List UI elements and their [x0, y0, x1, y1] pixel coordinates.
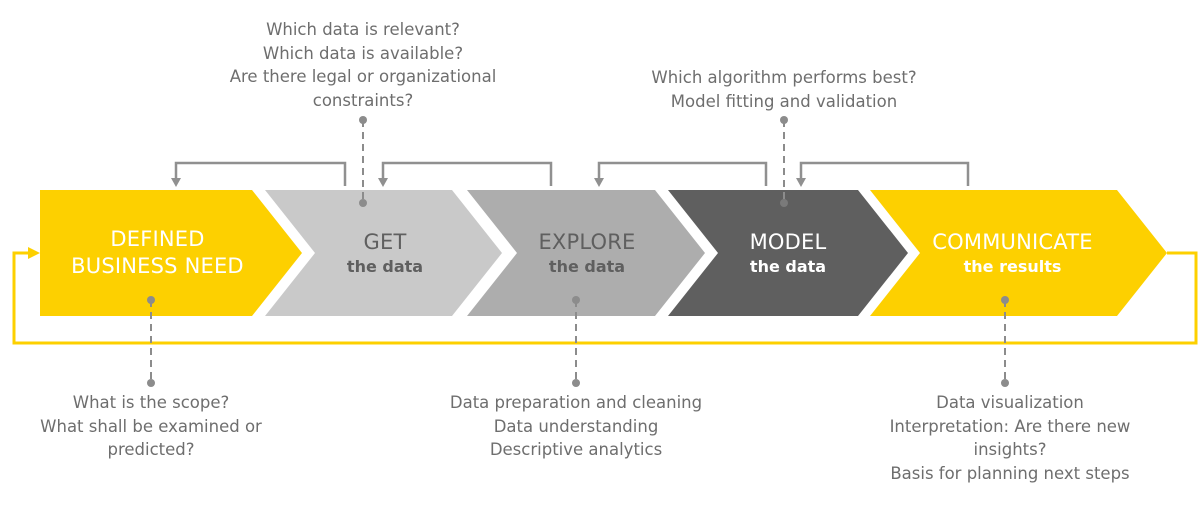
feedback-loop-explore-to-get — [381, 161, 553, 186]
connector-dot — [147, 296, 155, 304]
step-chevron-defined-business-need — [40, 190, 302, 316]
feedback-loop-communicate-to-model — [799, 161, 970, 186]
connector-dot — [1001, 296, 1009, 304]
outer-loop-line — [12, 251, 1198, 345]
step-chevron-communicate — [870, 190, 1167, 316]
step-title: MODEL — [749, 230, 827, 254]
feedback-arrowhead-icon — [171, 178, 181, 187]
step-label-defined-business-need: DEFINED BUSINESS NEED — [40, 226, 275, 280]
note-line: Basis for planning next steps — [890, 463, 1130, 483]
note-line: Model fitting and validation — [670, 91, 898, 111]
step-subtitle: the results — [963, 257, 1062, 276]
note-line: What is the scope? — [72, 393, 230, 412]
connector-dot — [147, 379, 155, 387]
step-chevron-get — [265, 190, 502, 316]
step-title: BUSINESS NEED — [71, 254, 244, 278]
note-line: Interpretation: Are there new — [889, 416, 1131, 436]
feedback-arrowhead-icon — [594, 178, 604, 187]
step-label-explore: EXPLORE the data — [507, 229, 667, 278]
feedback-loop-model-to-explore — [597, 161, 768, 186]
step-subtitle: the data — [749, 257, 827, 276]
step-label-get: GET the data — [305, 229, 465, 278]
connector-dot — [780, 116, 788, 124]
note-line: Which algorithm performs best? — [651, 68, 917, 87]
step-title: EXPLORE — [538, 230, 636, 254]
feedback-arrowhead-icon — [796, 178, 806, 187]
note-line: Are there legal or organizational — [229, 67, 497, 86]
connector-dot — [359, 116, 367, 124]
step-subtitle: the data — [346, 257, 424, 276]
note-line: constraints? — [312, 90, 414, 110]
connector-dot — [780, 199, 788, 207]
note-line: Data visualization — [936, 393, 1084, 412]
connector-dot — [572, 296, 580, 304]
step-title: DEFINED — [110, 227, 205, 251]
note-get-top: Which data is relevant? Which data is av… — [213, 18, 513, 112]
connector-dot — [1001, 379, 1009, 387]
note-line: Which data is relevant? — [266, 20, 460, 39]
connector-dot — [359, 199, 367, 207]
feedback-loop-get-to-business — [174, 161, 347, 186]
note-model-top: Which algorithm performs best? Model fit… — [634, 66, 934, 113]
note-line: predicted? — [107, 440, 195, 459]
note-line: What shall be examined or — [40, 416, 262, 436]
step-label-model: MODEL the data — [708, 229, 868, 278]
feedback-arrowhead-icon — [378, 178, 388, 187]
connector-dot — [572, 379, 580, 387]
note-explore-bottom: Data preparation and cleaning Data under… — [426, 391, 726, 462]
note-business-bottom: What is the scope? What shall be examine… — [16, 391, 286, 462]
note-line: insights? — [973, 440, 1047, 459]
note-line: Which data is available? — [262, 43, 464, 63]
step-subtitle: the data — [548, 257, 626, 276]
step-title: COMMUNICATE — [932, 230, 1093, 254]
outer-loop-arrowhead-icon — [28, 247, 40, 259]
step-title: GET — [363, 230, 407, 254]
note-line: Data preparation and cleaning — [449, 393, 703, 412]
step-chevron-explore — [467, 190, 705, 316]
step-label-communicate: COMMUNICATE the results — [910, 229, 1115, 278]
note-line: Data understanding — [493, 416, 659, 436]
step-chevron-model — [668, 190, 908, 316]
note-line: Descriptive analytics — [489, 440, 663, 459]
note-communicate-bottom: Data visualization Interpretation: Are t… — [860, 391, 1160, 485]
